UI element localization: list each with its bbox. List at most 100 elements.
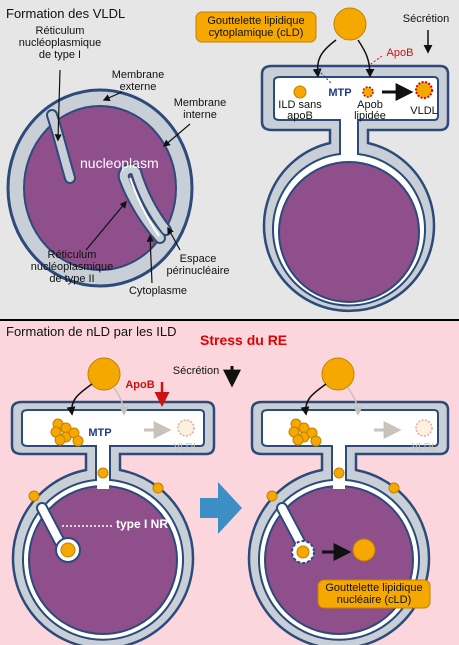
text-line: Réticulum — [36, 25, 85, 37]
cld-droplet — [333, 7, 367, 41]
espace-perinucleaire-pointer — [167, 226, 181, 251]
reticulum-type2-tube — [119, 165, 170, 242]
stress-label: Stress du RE — [200, 332, 287, 348]
ild-blob — [292, 434, 304, 446]
text-line: de type I — [39, 49, 81, 61]
nr-droplet-right — [296, 545, 310, 559]
transition-arrow — [200, 482, 242, 534]
text-line: Apob — [357, 99, 383, 111]
cld-label-box — [195, 11, 317, 43]
text-line: Membrane — [112, 69, 165, 81]
faded-vldl-right — [415, 419, 433, 437]
nucleus-left — [28, 485, 178, 635]
faded-apob-arrow-left — [113, 387, 129, 416]
type1-nr-tube-right — [278, 504, 304, 546]
reticulum-type1-tube — [48, 111, 74, 182]
mtp-label-left: MTP — [88, 427, 111, 439]
membrane-externe-pointer — [102, 91, 123, 101]
panel-divider — [0, 319, 459, 321]
reticulum-type2-pointer — [85, 200, 127, 251]
perinuclear-droplet-right-3 — [388, 482, 400, 494]
reticulum-type1-pointer — [54, 69, 62, 142]
cytoplasme-pointer — [146, 234, 154, 284]
stalk-lumen-right — [333, 445, 345, 489]
perinuclear-droplet-right-1 — [333, 467, 345, 479]
top-panel-title: Formation des VLDL — [6, 6, 125, 21]
vldl-particle — [415, 81, 433, 99]
text-line: lipidée — [354, 110, 386, 122]
apob-pointer — [367, 55, 383, 67]
text-line: de type II — [49, 273, 94, 285]
text-line: Membrane — [174, 97, 227, 109]
text-line: interne — [183, 109, 217, 121]
text-line: Espace — [180, 253, 217, 265]
text-line: Gouttelette lipidique — [207, 15, 304, 27]
text-line: Réticulum — [48, 249, 97, 261]
text-line: apoB — [287, 110, 313, 122]
er-nucleus — [278, 161, 420, 303]
vldl-label-left: VLDL — [173, 442, 198, 453]
secretion-label-left: Sécrétion — [173, 365, 219, 377]
text-line: nucléoplasmique — [19, 37, 102, 49]
stalk-lumen-left — [97, 445, 109, 489]
ild-blob — [72, 435, 84, 447]
cld-droplet-left — [87, 357, 121, 391]
text-line: nucléoplasmique — [31, 261, 114, 273]
ild-cluster-left — [50, 418, 84, 447]
perinuclear-droplet-left-1 — [97, 467, 109, 479]
ild-blob — [54, 434, 66, 446]
cld-to-ild-arrow-right — [300, 383, 327, 416]
cytoplasme-label: Cytoplasme — [129, 285, 187, 297]
secretion-label: Sécrétion — [403, 13, 449, 25]
er-vldl-diagram — [260, 64, 450, 313]
text-line: externe — [120, 81, 157, 93]
mtp-label: MTP — [328, 87, 351, 99]
cld-to-ild-arrow-left — [66, 383, 93, 416]
apob-lipidated-droplet — [362, 86, 374, 98]
mtp-pointer-left — [317, 69, 333, 85]
cld-to-ild-arrow — [312, 39, 337, 78]
perinuclear-droplet-left-2 — [28, 490, 40, 502]
apob-label-left: ApoB — [125, 379, 154, 391]
nld-droplet — [352, 538, 376, 562]
text-line: nucléaire (cLD) — [337, 594, 412, 606]
nucleus-diagram — [6, 88, 194, 288]
vldl-label-right: VLDL — [411, 442, 436, 453]
faded-apob-arrow-right — [347, 387, 363, 416]
vldl-label: VLDL — [410, 105, 438, 117]
cld-droplet-right — [321, 357, 355, 391]
reticulum-type2-cytoplasm — [129, 177, 160, 237]
text-line: périnucléaire — [167, 265, 230, 277]
text-line: Gouttelette lipidique — [325, 582, 422, 594]
nucleoplasm-label: nucleoplasm — [80, 155, 159, 171]
faded-vldl-left — [177, 419, 195, 437]
nld-label-box — [317, 579, 431, 609]
type1-nr-label: type I NR — [116, 517, 168, 531]
apob-label: ApoB — [387, 47, 414, 59]
membrane-interne-pointer — [162, 123, 191, 147]
perinuclear-droplet-right-2 — [266, 490, 278, 502]
text-line: cytoplamique (cLD) — [209, 27, 304, 39]
bottom-panel-title: Formation de nLD par les ILD — [6, 324, 177, 339]
perinuclear-droplet-left-3 — [152, 482, 164, 494]
er-stalk-lumen — [343, 119, 355, 159]
text-line: ILD sans — [278, 99, 322, 111]
nr-droplet-left — [60, 542, 76, 558]
ild-droplet — [293, 85, 307, 99]
cld-to-apob-arrow — [357, 39, 375, 78]
stress-er-left — [10, 400, 216, 645]
ild-blob — [310, 435, 322, 447]
ild-cluster-right — [288, 418, 322, 447]
nucleoplasm-region — [23, 105, 177, 271]
